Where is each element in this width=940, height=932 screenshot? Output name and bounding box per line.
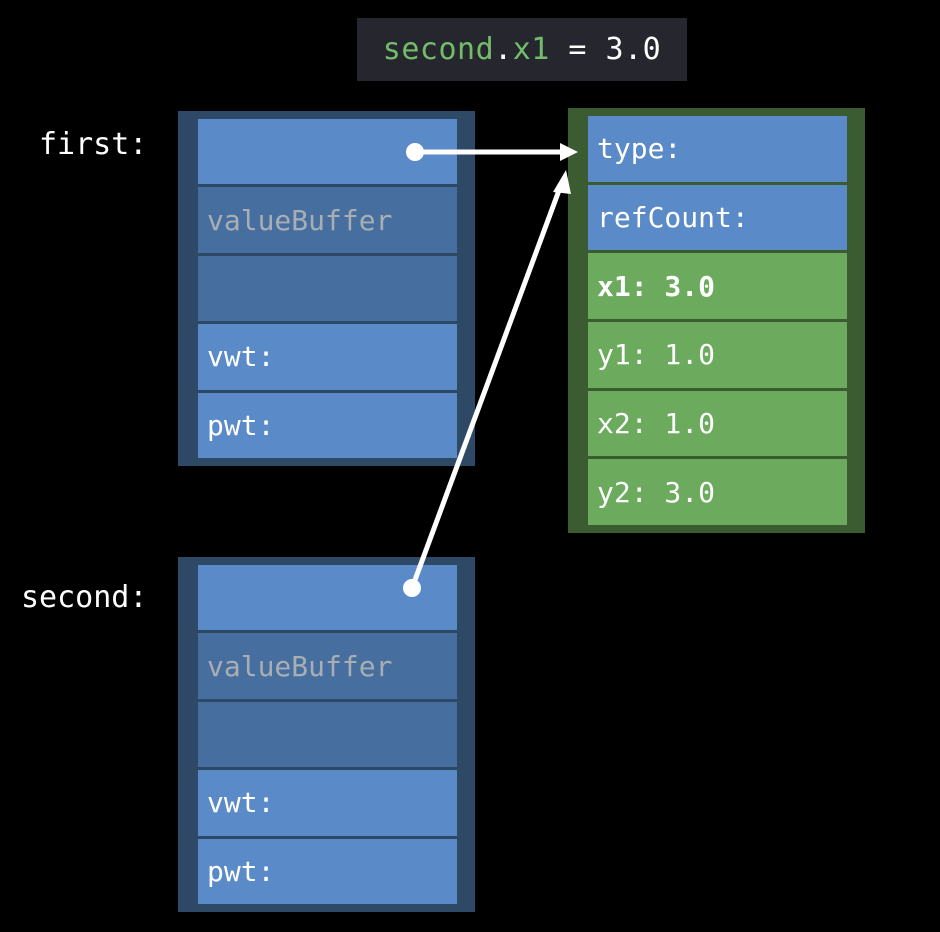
struct-rows-second: valueBuffer vwt: pwt: bbox=[198, 565, 457, 905]
table-row bbox=[198, 565, 457, 631]
table-row: vwt: bbox=[198, 770, 457, 836]
table-row: refCount: bbox=[588, 184, 847, 251]
variable-label-first: first: bbox=[39, 127, 148, 162]
table-row: pwt: bbox=[198, 838, 457, 905]
table-row: y2: 3.0 bbox=[588, 459, 847, 526]
table-row: type: bbox=[588, 116, 847, 182]
struct-box-first: valueBuffer vwt: pwt: bbox=[178, 111, 475, 466]
code-token-object: second bbox=[382, 32, 495, 67]
table-row: vwt: bbox=[198, 324, 457, 390]
struct-box-second: valueBuffer vwt: pwt: bbox=[178, 557, 475, 912]
table-row: valueBuffer bbox=[198, 187, 457, 253]
table-row: pwt: bbox=[198, 392, 457, 459]
code-token-dot: . bbox=[494, 32, 513, 67]
struct-rows-first: valueBuffer vwt: pwt: bbox=[198, 119, 457, 459]
table-row bbox=[198, 119, 457, 185]
table-row: x2: 1.0 bbox=[588, 390, 847, 457]
code-banner-text: second.x1 = 3.0 bbox=[383, 32, 661, 67]
table-row: y1: 1.0 bbox=[588, 322, 847, 388]
table-row bbox=[198, 701, 457, 768]
table-row bbox=[198, 255, 457, 322]
variable-label-second: second: bbox=[21, 580, 148, 615]
table-row: valueBuffer bbox=[198, 633, 457, 699]
table-row: x1: 3.0 bbox=[588, 253, 847, 320]
code-banner: second.x1 = 3.0 bbox=[357, 18, 687, 81]
code-token-property: x1 bbox=[512, 32, 550, 67]
code-token-assignment: = 3.0 bbox=[549, 32, 662, 67]
heap-object-rows: type: refCount: x1: 3.0 y1: 1.0 x2: 1.0 … bbox=[588, 116, 847, 526]
heap-object-box: type: refCount: x1: 3.0 y1: 1.0 x2: 1.0 … bbox=[568, 108, 865, 533]
